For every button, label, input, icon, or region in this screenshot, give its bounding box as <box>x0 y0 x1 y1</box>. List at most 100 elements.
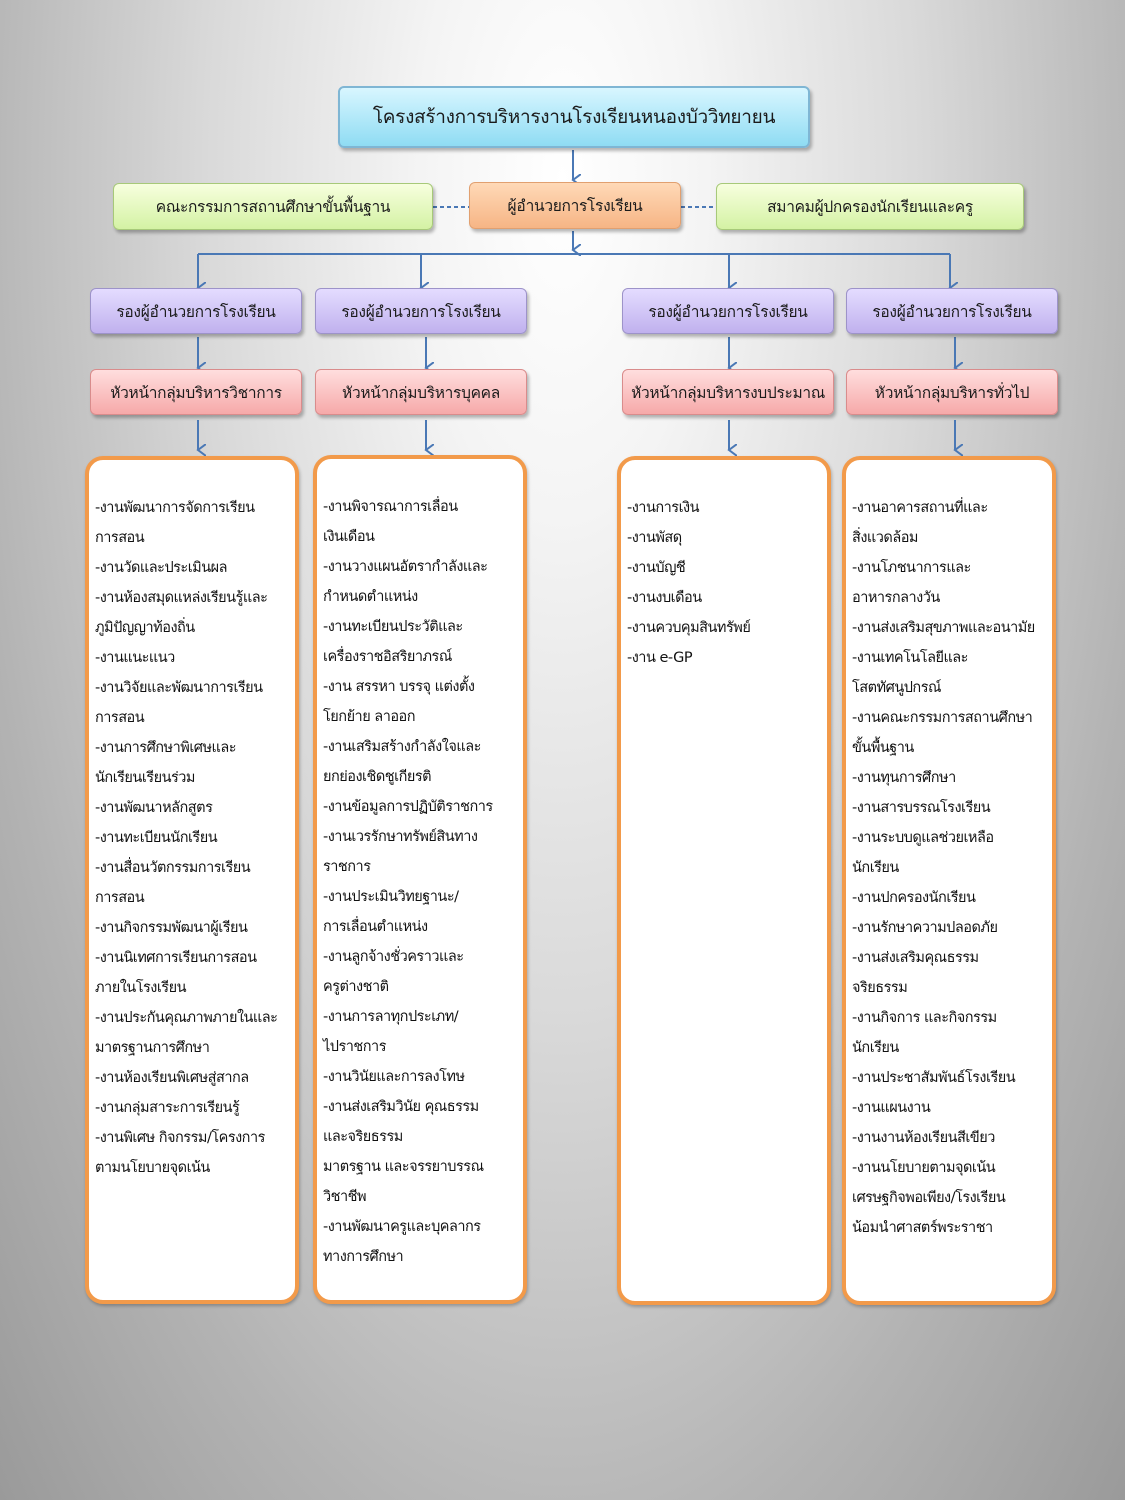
task-line: สิ่งแวดล้อม <box>852 530 919 546</box>
task-line: -งานงานห้องเรียนสีเขียว <box>852 1130 995 1146</box>
task-line: การสอน <box>95 890 145 906</box>
task-line: -งานห้องเรียนพิเศษสู่สากล <box>95 1070 249 1086</box>
task-line: มาตรฐาน และจรรยาบรรณ <box>323 1159 484 1175</box>
head-label-academic: หัวหน้ากลุ่มบริหารวิชาการ <box>110 383 282 402</box>
task-line: -งานนิเทศการเรียนการสอน <box>95 950 257 966</box>
task-line: -งานทะเบียนนักเรียน <box>95 830 218 846</box>
task-line: จริยธรรม <box>852 980 908 996</box>
task-line: -งานวัดและประเมินผล <box>95 560 228 576</box>
panel-budget: -งานการเงิน -งานพัสดุ -งานบัญชี -งานงบเดือน… <box>617 456 831 1305</box>
task-line: การเลื่อนตำแหน่ง <box>323 919 428 935</box>
task-line: -งานอาคารสถานที่และ <box>852 500 988 516</box>
task-line: -งานโภชนาการและ <box>852 560 971 576</box>
task-line: ขั้นพื้นฐาน <box>852 740 914 756</box>
task-line: -งานลูกจ้างชั่วคราวและ <box>323 949 464 965</box>
task-line: -งานประชาสัมพันธ์โรงเรียน <box>852 1070 1016 1086</box>
task-line: -งานพิจารณาการเลื่อน <box>323 499 458 515</box>
task-line: ยกย่องเชิดชูเกียรติ <box>323 769 432 785</box>
task-line: -งานเสริมสร้างกำลังใจและ <box>323 739 481 755</box>
task-line: วิชาชีพ <box>323 1189 367 1205</box>
task-line: -งานพัฒนาครูและบุคลากร <box>323 1219 481 1235</box>
task-line: อาหารกลางวัน <box>852 590 940 606</box>
task-line: -งานวินัยและการลงโทษ <box>323 1069 465 1085</box>
task-line: โสตทัศนูปกรณ์ <box>852 680 941 696</box>
task-line: -งานประเมินวิทยฐานะ/ <box>323 889 459 905</box>
task-line: -งานทุนการศึกษา <box>852 770 956 786</box>
task-line: -งานสื่อนวัตกรรมการเรียน <box>95 860 251 876</box>
task-line: -งานส่งเสริมสุขภาพและอนามัย <box>852 620 1035 636</box>
task-line: -งานกิจการ และกิจกรรม <box>852 1010 997 1026</box>
task-line: และจริยธรรม <box>323 1129 403 1145</box>
head-label-general: หัวหน้ากลุ่มบริหารทั่วไป <box>874 383 1030 402</box>
task-line: เครื่องราชอิสริยาภรณ์ <box>323 649 452 665</box>
task-line: -งานเทคโนโลยีและ <box>852 650 968 666</box>
panel-general: -งานอาคารสถานที่และสิ่งแวดล้อม -งานโภชนาก… <box>842 456 1056 1305</box>
task-line: เศรษฐกิจพอเพียง/โรงเรียน <box>852 1190 1006 1206</box>
head-box-academic: หัวหน้ากลุ่มบริหารวิชาการ <box>90 369 302 415</box>
association-box: สมาคมผู้ปกครองนักเรียนและครู <box>716 183 1024 230</box>
task-line: -งานคณะกรรมการสถานศึกษา <box>852 710 1033 726</box>
task-line: -งานแผนงาน <box>852 1100 931 1116</box>
task-line: ภูมิปัญญาท้องถิ่น <box>95 620 195 636</box>
deputy-box-4: รองผู้อำนวยการโรงเรียน <box>846 288 1058 334</box>
task-line: -งานวิจัยและพัฒนาการเรียน <box>95 680 263 696</box>
task-line: นักเรียนเรียนร่วม <box>95 770 195 786</box>
task-line: -งานส่งเสริมวินัย คุณธรรม <box>323 1099 479 1115</box>
task-line: ไปราชการ <box>323 1039 386 1055</box>
task-line: -งานกลุ่มสาระการเรียนรู้ <box>95 1100 240 1116</box>
task-line: การสอน <box>95 710 145 726</box>
task-line: -งานระบบดูแลช่วยเหลือ <box>852 830 994 846</box>
chart-title-box: โครงสร้างการบริหารงานโรงเรียนหนองบัววิทย… <box>338 86 810 148</box>
task-line: -งานพัฒนาการจัดการเรียน <box>95 500 255 516</box>
head-label-budget: หัวหน้ากลุ่มบริหารงบประมาณ <box>631 383 825 402</box>
task-line: -งาน e-GP <box>627 650 693 666</box>
task-line: -งานพัฒนาหลักสูตร <box>95 800 213 816</box>
task-line: -งานแนะแนว <box>95 650 175 666</box>
task-line: ภายในโรงเรียน <box>95 980 187 996</box>
head-box-budget: หัวหน้ากลุ่มบริหารงบประมาณ <box>622 369 834 415</box>
task-line: นักเรียน <box>852 1040 899 1056</box>
task-line: -งานพัสดุ <box>627 530 682 546</box>
task-line: -งานงบเดือน <box>627 590 702 606</box>
head-box-general: หัวหน้ากลุ่มบริหารทั่วไป <box>846 369 1058 415</box>
task-line: -งานเวรรักษาทรัพย์สินทาง <box>323 829 478 845</box>
task-line: -งานปกครองนักเรียน <box>852 890 976 906</box>
deputy-label-4: รองผู้อำนวยการโรงเรียน <box>872 302 1032 321</box>
task-line: ครูต่างชาติ <box>323 979 389 995</box>
task-line: การสอน <box>95 530 145 546</box>
deputy-box-3: รองผู้อำนวยการโรงเรียน <box>622 288 834 334</box>
director-box: ผู้อำนวยการโรงเรียน <box>469 182 681 229</box>
task-line: -งานนโยบายตามจุดเน้น <box>852 1160 996 1176</box>
deputy-box-2: รองผู้อำนวยการโรงเรียน <box>315 288 527 334</box>
task-line: -งานวางแผนอัตรากำลังและ <box>323 559 488 575</box>
task-line: กำหนดตำแหน่ง <box>323 589 418 605</box>
task-line: น้อมนำศาสตร์พระราชา <box>852 1220 993 1236</box>
task-line: นักเรียน <box>852 860 899 876</box>
panel-academic: -งานพัฒนาการจัดการเรียนการสอน -งานวัดและป… <box>85 456 299 1304</box>
deputy-label-2: รองผู้อำนวยการโรงเรียน <box>341 302 501 321</box>
task-line: -งานข้อมูลการปฏิบัติราชการ <box>323 799 493 815</box>
task-line: -งานสารบรรณโรงเรียน <box>852 800 991 816</box>
task-line: -งานรักษาความปลอดภัย <box>852 920 998 936</box>
deputy-label-1: รองผู้อำนวยการโรงเรียน <box>116 302 276 321</box>
task-line: -งานบัญชี <box>627 560 686 576</box>
task-line: -งานควบคุมสินทรัพย์ <box>627 620 751 636</box>
task-line: -งานการลาทุกประเภท/ <box>323 1009 459 1025</box>
task-line: -งานพิเศษ กิจกรรม/โครงการ <box>95 1130 265 1146</box>
task-line: -งานส่งเสริมคุณธรรม <box>852 950 979 966</box>
task-line: ตามนโยบายจุดเน้น <box>95 1160 210 1176</box>
association-label: สมาคมผู้ปกครองนักเรียนและครู <box>767 198 973 216</box>
deputy-box-1: รองผู้อำนวยการโรงเรียน <box>90 288 302 334</box>
task-line: -งานการเงิน <box>627 500 700 516</box>
task-line: -งาน สรรหา บรรจุ แต่งตั้ง <box>323 679 475 695</box>
task-line: -งานการศึกษาพิเศษและ <box>95 740 237 756</box>
task-line: เงินเดือน <box>323 529 375 545</box>
task-line: -งานทะเบียนประวัติและ <box>323 619 463 635</box>
task-line: -งานประกันคุณภาพภายในและ <box>95 1010 278 1026</box>
task-line: -งานกิจกรรมพัฒนาผู้เรียน <box>95 920 248 936</box>
deputy-label-3: รองผู้อำนวยการโรงเรียน <box>648 302 808 321</box>
director-label: ผู้อำนวยการโรงเรียน <box>507 197 643 215</box>
head-label-personnel: หัวหน้ากลุ่มบริหารบุคคล <box>342 383 500 402</box>
task-line: โยกย้าย ลาออก <box>323 709 416 725</box>
